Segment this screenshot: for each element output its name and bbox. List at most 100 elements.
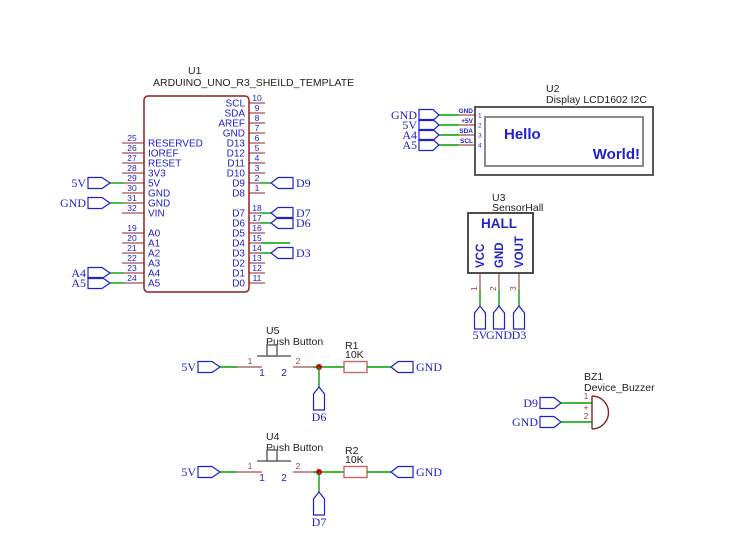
pin[interactable]: GND 2 bbox=[488, 242, 506, 291]
pin-number: 23 bbox=[127, 263, 137, 273]
pin[interactable]: GND 1 bbox=[459, 108, 482, 120]
resistor-body[interactable] bbox=[343, 360, 368, 374]
pin-number: 9 bbox=[255, 103, 260, 113]
net-flag[interactable] bbox=[418, 108, 440, 122]
net-flag[interactable] bbox=[418, 128, 440, 142]
component-body bbox=[467, 212, 534, 274]
buzzer-body[interactable] bbox=[591, 395, 610, 430]
pin-number: 1 bbox=[248, 461, 253, 471]
net-flag[interactable] bbox=[270, 246, 294, 260]
pin-name: 1 bbox=[259, 473, 265, 484]
u1-net-flags[interactable]: 5V GND A4 A5 D9 D7 D6 D3 bbox=[60, 176, 311, 290]
pin-number: 20 bbox=[127, 233, 137, 243]
net-flag[interactable] bbox=[270, 176, 294, 190]
net-flag[interactable] bbox=[390, 360, 414, 374]
pin[interactable]: SCL 4 bbox=[459, 138, 482, 150]
pin[interactable]: VCC 1 bbox=[469, 244, 487, 291]
net-flag[interactable] bbox=[539, 415, 562, 429]
net-flag-label: 5V bbox=[402, 118, 417, 132]
pin-name: 2 bbox=[281, 473, 287, 484]
net-flag[interactable] bbox=[87, 196, 112, 210]
net-flag-label: D7 bbox=[312, 515, 327, 529]
net-flag[interactable] bbox=[390, 465, 414, 479]
net-flag[interactable] bbox=[197, 465, 222, 479]
net-flag[interactable] bbox=[87, 266, 112, 280]
net-flag[interactable] bbox=[87, 176, 112, 190]
lcd-text-line1: Hello bbox=[504, 126, 541, 143]
pin-number: 2 bbox=[488, 286, 498, 291]
net-flag[interactable] bbox=[270, 206, 294, 220]
pin[interactable]: SDA 3 bbox=[459, 128, 482, 140]
net-flag[interactable] bbox=[473, 305, 487, 330]
u4-pushbutton-circuit[interactable]: U4 Push Button 5V 1 1 2 2 D7 R2 10K GND bbox=[181, 431, 442, 529]
net-flag-label: A5 bbox=[402, 138, 417, 152]
pin[interactable]: +5V 2 bbox=[459, 118, 482, 130]
pin[interactable]: 1D8 bbox=[232, 183, 265, 200]
net-flag[interactable] bbox=[312, 491, 326, 516]
net-flag[interactable] bbox=[270, 216, 294, 230]
net-flag[interactable] bbox=[492, 305, 506, 330]
u3-net-flags[interactable]: 5V GND D3 bbox=[473, 290, 527, 342]
u2-lcd-component[interactable]: U2 Display LCD1602 I2C Hello World! GND … bbox=[459, 83, 654, 176]
pin-name: D6 bbox=[232, 219, 245, 230]
pin-number: 8 bbox=[255, 113, 260, 123]
pin-name: AREF bbox=[218, 119, 245, 130]
resistor-body[interactable] bbox=[343, 465, 368, 479]
net-flag[interactable] bbox=[539, 396, 562, 410]
net-flag[interactable] bbox=[87, 276, 112, 290]
u5-pushbutton-circuit[interactable]: U5 Push Button 5V 1 1 2 2 D6 R1 10K GND bbox=[181, 325, 442, 424]
u2-net-flags[interactable]: GND 5V A4 A5 bbox=[391, 108, 459, 152]
button-cap[interactable] bbox=[266, 449, 278, 462]
pin-name: GND bbox=[223, 129, 245, 140]
net-flag[interactable] bbox=[312, 386, 326, 411]
pin-number: 31 bbox=[127, 193, 137, 203]
net-flag-label: GND bbox=[486, 328, 512, 342]
u1-arduino-component[interactable]: U1 ARDUINO_UNO_R3_SHEILD_TEMPLATE 25RESE… bbox=[122, 65, 354, 293]
bz1-buzzer-component[interactable]: BZ1 Device_Buzzer D9 GND 1 + 2 bbox=[512, 371, 655, 430]
pin-name: GND bbox=[494, 242, 506, 268]
pin-name: VOUT bbox=[514, 236, 526, 268]
pin-number: 3 bbox=[508, 286, 518, 291]
button-cap[interactable] bbox=[266, 344, 278, 357]
net-flag[interactable] bbox=[512, 305, 526, 330]
pin[interactable]: VOUT 3 bbox=[508, 236, 526, 291]
net-flag[interactable] bbox=[197, 360, 222, 374]
net-flag[interactable] bbox=[418, 138, 440, 152]
net-flag-label: GND bbox=[391, 108, 417, 122]
component-ref: BZ1 bbox=[584, 371, 603, 383]
u3-hall-component[interactable]: U3 SensorHall HALL VCC 1 GND 2 VOUT 3 bbox=[467, 192, 543, 291]
net-flag[interactable] bbox=[418, 118, 440, 132]
pin[interactable]: 2D9 bbox=[232, 173, 260, 190]
